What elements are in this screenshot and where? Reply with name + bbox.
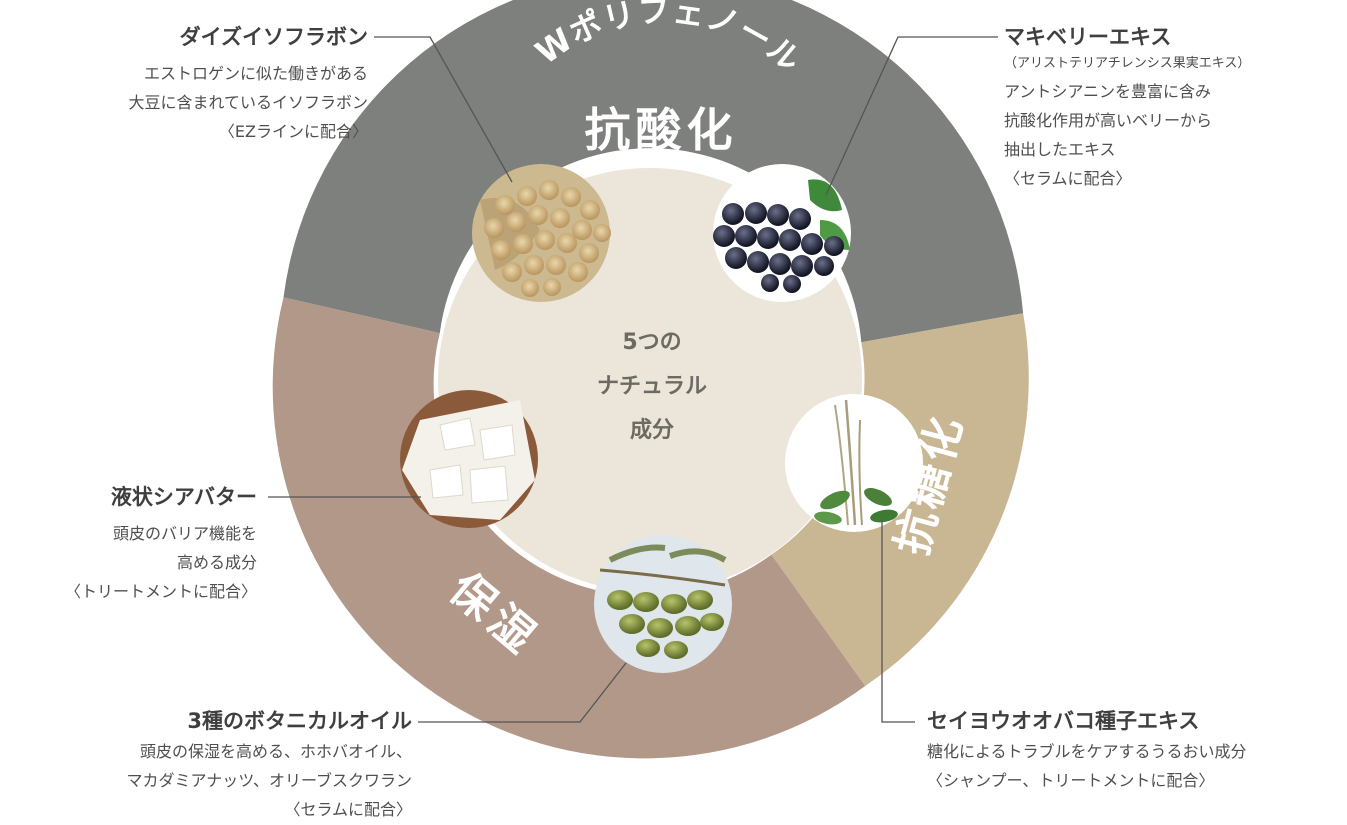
center-line-1: 5つの [622,330,681,355]
botanical-oils-line-1: 頭皮の保湿を高める、ホホバオイル、 [139,742,412,761]
callout-plantain-seed: セイヨウオオバコ種子エキス 糖化によるトラブルをケアするうるおい成分 〈シャンプ… [927,707,1247,795]
botanical-oils-line-2: マカダミアナッツ、オリーブスクワラン [126,771,412,790]
soybean-photo [472,164,611,302]
maqui-berry-photo [713,164,851,302]
callout-botanical-oils: 3種のボタニカルオイル 頭皮の保湿を高める、ホホバオイル、 マカダミアナッツ、オ… [127,707,412,824]
soy-isoflavone-line-2: 大豆に含まれているイソフラボン [128,93,368,112]
shea-butter-line-1: 頭皮のバリア機能を [112,524,257,543]
plantain-seed-title: セイヨウオオバコ種子エキス [927,709,1200,733]
plantain-seed-line-2: 〈シャンプー、トリートメントに配合〉 [927,771,1215,790]
connector-plantain [881,520,915,723]
connector-maqui [825,36,998,196]
maqui-berry-title: マキベリーエキス [1004,25,1172,49]
shea-butter-line-3: 〈トリートメントに配合〉 [64,582,257,601]
maqui-berry-line-1: アントシアニンを豊富に含み [1004,82,1212,101]
shea-butter-line-2: 高める成分 [176,553,257,572]
callout-soy-isoflavone: ダイズイソフラボン エストロゲンに似た働きがある 大豆に含まれているイソフラボン… [128,23,368,146]
maqui-berry-line-4: 〈セラムに配合〉 [1004,169,1132,188]
shea-butter-title: 液状シアバター [110,485,257,509]
botanical-oils-title: 3種のボタニカルオイル [187,709,412,733]
soy-isoflavone-line-1: エストロゲンに似た働きがある [143,64,368,83]
maqui-berry-line-3: 抽出したエキス [1004,140,1116,159]
botanical-oils-line-3: 〈セラムに配合〉 [284,800,412,819]
soy-isoflavone-title: ダイズイソフラボン [179,25,368,49]
plantain-seed-line-1: 糖化によるトラブルをケアするうるおい成分 [927,742,1247,761]
plantain-photo [785,394,923,532]
center-line-2: ナチュラル [597,374,707,399]
center-line-3: 成分 [630,418,674,443]
shea-butter-photo [400,390,538,528]
connector-soy [374,36,513,183]
callout-maqui-berry: マキベリーエキス （アリストテリアチレンシス果実エキス） アントシアニンを豊富に… [1004,23,1250,193]
maqui-berry-line-2: 抗酸化作用が高いベリーから [1004,111,1213,130]
antioxidant-label: 抗酸化 [585,103,738,157]
soy-isoflavone-line-3: 〈EZラインに配合〉 [218,122,368,141]
olive-photo [594,535,732,673]
connector-olive [418,662,627,723]
maqui-berry-subtitle: （アリストテリアチレンシス果実エキス） [1004,56,1251,71]
callout-shea-butter: 液状シアバター 頭皮のバリア機能を 高める成分 〈トリートメントに配合〉 [65,483,257,606]
